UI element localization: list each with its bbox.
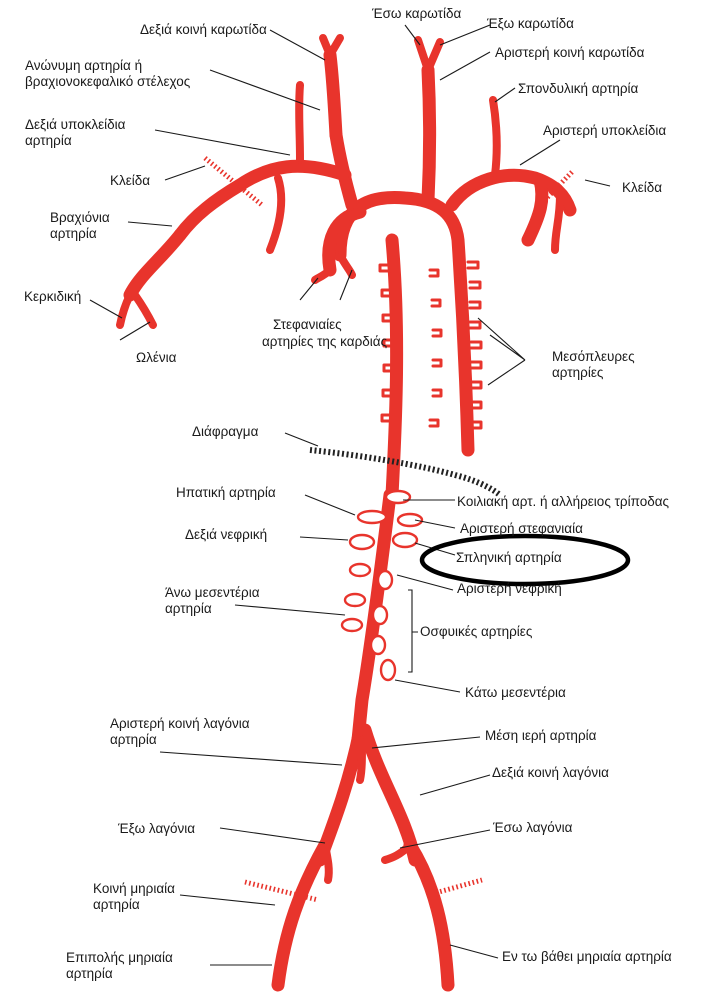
- intercostal-left-6: [471, 362, 481, 368]
- label-inferior-mesenteric: Κάτω μεσεντέρια: [465, 685, 566, 700]
- label-right-common-carotid: Δεξιά κοινή καρωτίδα: [140, 22, 267, 37]
- label-left-renal: Αριστερή νεφρική: [457, 581, 562, 596]
- intercostal-left-5: [471, 342, 481, 348]
- label-right-subclavian-2: αρτηρία: [25, 133, 72, 148]
- label-coronary-2: αρτηρίες της καρδιάς: [262, 334, 388, 349]
- label-celiac: Κοιλιακή αρτ. ή αλλήρειος τρίποδας: [457, 494, 670, 509]
- intercostal-left-3: [470, 302, 480, 308]
- left-gastric-node: [398, 514, 422, 526]
- sup-mesenteric-node-2: [345, 594, 365, 606]
- label-median-sacral: Μέση ιερή αρτηρία: [485, 728, 597, 743]
- label-lumbar: Οσφυικές αρτηρίες: [420, 624, 533, 639]
- label-common-femoral-1: Κοινή μηριαία: [93, 881, 175, 896]
- lumbar-node-1: [378, 571, 392, 589]
- label-innominate-1: Ανώνυμη αρτηρία ή: [25, 58, 142, 73]
- label-brachial-1: Βραχιόνια: [50, 210, 110, 225]
- intercostal-right-13: [430, 420, 438, 426]
- label-left-common-carotid: Αριστερή κοινή καρωτίδα: [495, 45, 645, 60]
- label-hepatic: Ηπατική αρτηρία: [176, 485, 276, 500]
- label-ulnar: Ωλένια: [136, 350, 177, 365]
- label-left-common-iliac-1: Αριστερή κοινή λαγόνια: [110, 716, 250, 731]
- lumbar-node-3: [371, 636, 385, 654]
- right-renal-node: [350, 535, 374, 549]
- label-clavicle-right: Κλείδα: [110, 173, 150, 188]
- sup-mesenteric-node-1: [350, 564, 370, 576]
- label-brachial-2: αρτηρία: [50, 226, 97, 241]
- label-deep-femoral: Εν τω βάθει μηριαία αρτηρία: [502, 949, 672, 964]
- label-superficial-femoral-2: αρτηρία: [66, 966, 113, 981]
- label-left-gastric: Αριστερή στεφανιαία: [460, 521, 583, 536]
- label-superior-mesenteric-1: Άνω μεσεντέρια: [165, 585, 260, 600]
- label-splenic: Σπληνική αρτηρία: [456, 550, 562, 565]
- abdominal-branches: [342, 491, 422, 680]
- splenic-node: [393, 533, 417, 547]
- aortic-arch: [340, 198, 468, 450]
- intercostal-left-2: [470, 282, 480, 288]
- label-intercostal-2: αρτηρίες: [552, 365, 604, 380]
- label-internal-carotid: Έσω καρωτίδα: [371, 6, 461, 21]
- label-left-subclavian: Αριστερή υποκλείδια: [543, 123, 666, 138]
- intercostal-right-11: [433, 360, 441, 366]
- label-right-subclavian-1: Δεξιά υποκλείδια: [25, 117, 126, 132]
- label-intercostal-1: Μεσόπλευρες: [552, 349, 635, 364]
- labels: Δεξιά κοινή καρωτίδα Έσω καρωτίδα Έξω κα…: [24, 6, 672, 981]
- label-right-common-iliac: Δεξιά κοινή λαγόνια: [492, 765, 609, 780]
- label-vertebral: Σπονδυλική αρτηρία: [518, 81, 639, 96]
- intercostal-right-9: [432, 300, 440, 306]
- label-external-carotid: Έξω καρωτίδα: [486, 16, 574, 31]
- intercostal-left-4: [470, 322, 480, 328]
- celiac-trunk-node: [386, 491, 410, 503]
- intercostal-right-10: [433, 330, 441, 336]
- intercostal-left-7: [471, 382, 481, 388]
- label-radial: Κερκιδική: [24, 289, 81, 304]
- label-innominate-2: βραχιονοκεφαλικό στέλεχος: [25, 74, 191, 89]
- label-clavicle-left: Κλείδα: [622, 180, 662, 195]
- lumbar-node-2: [373, 606, 387, 624]
- inf-mesenteric-node: [381, 660, 395, 680]
- intercostal-right-12: [433, 390, 441, 396]
- label-common-femoral-2: αρτηρία: [93, 897, 140, 912]
- label-external-iliac: Έξω λαγόνια: [117, 821, 195, 836]
- diaphragm-line: [310, 450, 500, 495]
- intercostal-left-1: [468, 262, 478, 268]
- intercostal-right-8: [430, 270, 438, 276]
- sup-mesenteric-node-3: [342, 619, 362, 631]
- label-coronary-1: Στεφανιαίες: [273, 317, 342, 332]
- label-left-common-iliac-2: αρτηρία: [110, 732, 157, 747]
- label-internal-iliac: Έσω λαγόνια: [492, 820, 573, 835]
- label-superficial-femoral-1: Επιπολής μηριαία: [66, 950, 173, 965]
- label-diaphragm: Διάφραγμα: [192, 424, 259, 439]
- label-right-renal: Δεξιά νεφρική: [185, 527, 267, 542]
- hepatic-node: [358, 511, 386, 523]
- label-superior-mesenteric-2: αρτηρία: [165, 601, 212, 616]
